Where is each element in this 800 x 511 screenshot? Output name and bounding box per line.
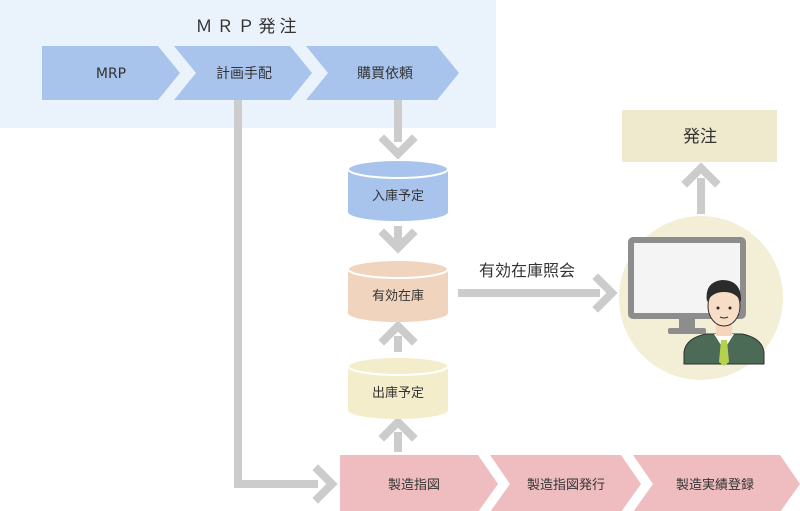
chevron-manufacture-record-label: 製造実績登録 bbox=[676, 477, 754, 493]
chevron-manufacture-issue-label: 製造指図発行 bbox=[527, 478, 605, 493]
connectors bbox=[234, 100, 705, 488]
arrowhead-to-receipt bbox=[378, 134, 418, 160]
chevron-purchase-label: 購買依頼 bbox=[357, 66, 413, 82]
arrowhead-to-stock-top bbox=[378, 228, 418, 254]
chevron-manufacture-order bbox=[340, 455, 498, 511]
cylinder-receipt: 入庫予定 bbox=[347, 159, 449, 221]
cylinder-issue: 出庫予定 bbox=[347, 356, 449, 419]
arrowhead-to-manufacture bbox=[312, 464, 338, 504]
cylinder-issue-label: 出庫予定 bbox=[372, 386, 424, 401]
chevron-manufacture-record bbox=[633, 455, 800, 511]
arrowheads bbox=[312, 134, 721, 504]
order-box bbox=[622, 110, 777, 162]
mrp-panel-title: ＭＲＰ発注 bbox=[196, 17, 301, 37]
mrp-chevrons: MRP 計画手配 購買依頼 bbox=[42, 46, 459, 100]
inquiry-label: 有効在庫照会 bbox=[479, 261, 575, 280]
order-box-label: 発注 bbox=[683, 127, 717, 147]
cylinder-stock-label: 有効在庫 bbox=[372, 289, 424, 304]
arrowhead-to-stock-bottom bbox=[378, 320, 418, 346]
cylinder-stock: 有効在庫 bbox=[347, 259, 449, 322]
chevron-manufacture-order-label: 製造指図 bbox=[388, 478, 440, 493]
person-at-computer-icon bbox=[619, 216, 783, 380]
arrowhead-to-order bbox=[681, 162, 721, 188]
arrowhead-to-person bbox=[592, 273, 618, 313]
chevron-plan bbox=[174, 46, 312, 100]
cylinder-receipt-label: 入庫予定 bbox=[372, 189, 424, 204]
connector-plan-to-manufacture bbox=[234, 100, 318, 488]
chevron-plan-label: 計画手配 bbox=[216, 66, 272, 82]
manufacturing-chevrons: 製造指図 製造指図発行 製造実績登録 bbox=[340, 455, 800, 511]
chevron-manufacture-issue bbox=[490, 455, 641, 511]
chevron-mrp bbox=[42, 46, 180, 100]
chevron-purchase bbox=[306, 46, 459, 100]
chevron-mrp-label: MRP bbox=[96, 66, 126, 82]
arrowhead-to-issue bbox=[378, 416, 418, 442]
